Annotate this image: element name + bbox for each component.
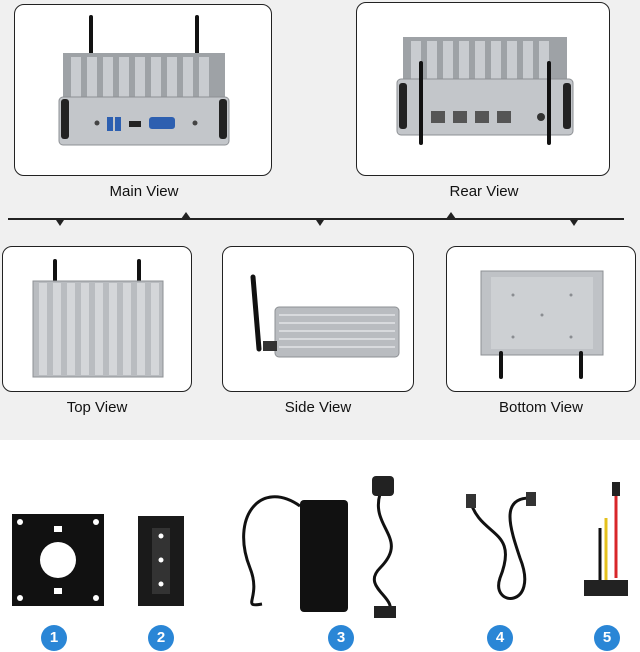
accessory-badge-1: 1: [41, 625, 67, 651]
power-adapter-icon: [242, 476, 396, 618]
main-view-frame: [14, 4, 272, 176]
accessory-badge-5: 5: [594, 625, 620, 651]
accessory-badge-4: 4: [487, 625, 513, 651]
divider-marker: [446, 212, 456, 219]
view-divider: [8, 218, 624, 220]
vesa-bracket-icon: [12, 514, 104, 606]
top-view-image: [32, 259, 164, 378]
hdmi-cable-icon: [466, 492, 536, 600]
side-view-label: Side View: [284, 399, 352, 416]
divider-marker: [570, 220, 578, 226]
main-view-label: Main View: [109, 183, 179, 200]
accessories-image: [12, 476, 628, 618]
bottom-view-image: [480, 270, 604, 379]
side-view-image: [250, 274, 400, 358]
bottom-view-label: Bottom View: [499, 399, 583, 416]
top-view-label: Top View: [66, 399, 128, 416]
side-view-frame: [222, 246, 414, 392]
accessory-badge-2: 2: [148, 625, 174, 651]
mount-bracket-icon: [138, 516, 184, 606]
top-view-frame: [2, 246, 192, 392]
rear-view-image: [396, 37, 574, 145]
rear-view-label: Rear View: [449, 183, 519, 200]
main-view-image: [58, 15, 230, 146]
bottom-view-frame: [446, 246, 636, 392]
rear-view-frame: [356, 2, 610, 176]
sata-cable-icon: [584, 482, 628, 596]
divider-marker: [316, 220, 324, 226]
accessory-badge-3: 3: [328, 625, 354, 651]
divider-marker: [181, 212, 191, 219]
divider-marker: [56, 220, 64, 226]
